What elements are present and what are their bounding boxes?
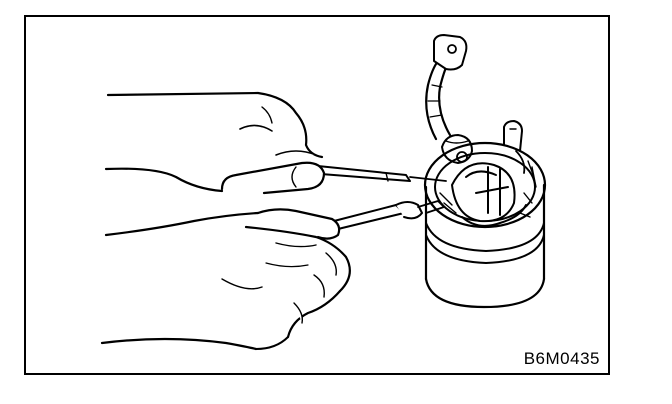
hand-upper xyxy=(104,91,326,195)
solenoid-body xyxy=(423,141,547,309)
illustration-solenoid-test xyxy=(100,34,547,351)
solenoid-cable xyxy=(425,34,526,174)
test-probe-lower xyxy=(333,200,445,230)
figure-frame: B6M0435 xyxy=(24,15,610,375)
hand-lower xyxy=(100,208,351,351)
figure-code: B6M0435 xyxy=(523,349,600,368)
test-probe-upper xyxy=(307,164,447,182)
